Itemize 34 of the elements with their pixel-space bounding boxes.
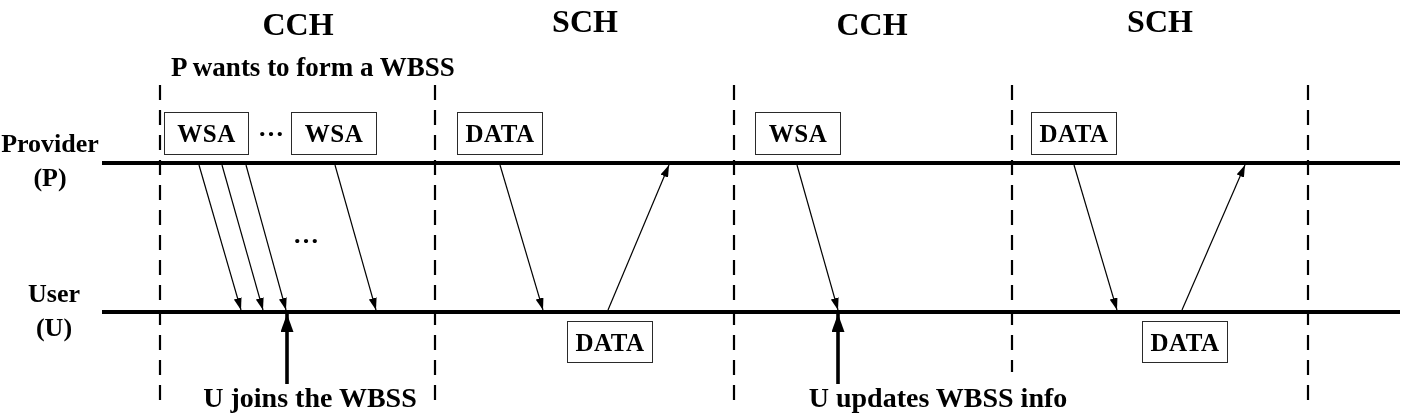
packet-label: WSA <box>177 121 236 146</box>
thick-arrow <box>280 314 294 384</box>
packet-box <box>1142 321 1228 363</box>
packet-label: DATA <box>575 329 645 355</box>
packet-label: DATA <box>465 121 535 146</box>
packet-box <box>164 112 249 155</box>
channel-heading: CCH <box>262 8 334 40</box>
lifeline-label: Provider (P) <box>0 128 100 194</box>
message-arrow <box>245 164 287 311</box>
thick-arrow <box>831 314 845 384</box>
packet-box <box>1031 112 1117 155</box>
lifeline <box>102 161 1400 165</box>
packet-label: DATA <box>1039 121 1109 146</box>
lifeline-label: User (U) <box>27 278 81 344</box>
packet-label: DATA <box>1150 329 1220 355</box>
packet-box <box>755 112 841 155</box>
channel-heading: CCH <box>836 8 908 40</box>
event-label: U joins the WBSS <box>195 384 425 412</box>
message-arrow <box>796 164 839 311</box>
ellipsis: … <box>258 115 284 141</box>
packet-box <box>291 112 377 155</box>
event-label: U updates WBSS info <box>805 384 1071 412</box>
channel-heading: SCH <box>552 5 618 37</box>
ellipsis: … <box>293 222 319 248</box>
channel-heading: SCH <box>1127 5 1193 37</box>
packet-box <box>567 321 653 363</box>
message-arrow <box>198 164 242 311</box>
annotation-text: P wants to form a WBSS <box>171 54 455 81</box>
message-arrow <box>334 164 377 311</box>
message-arrow <box>221 164 264 311</box>
packet-box <box>457 112 543 155</box>
packet-label: WSA <box>768 121 828 146</box>
lifeline <box>102 310 1400 314</box>
packet-label: WSA <box>304 121 364 146</box>
